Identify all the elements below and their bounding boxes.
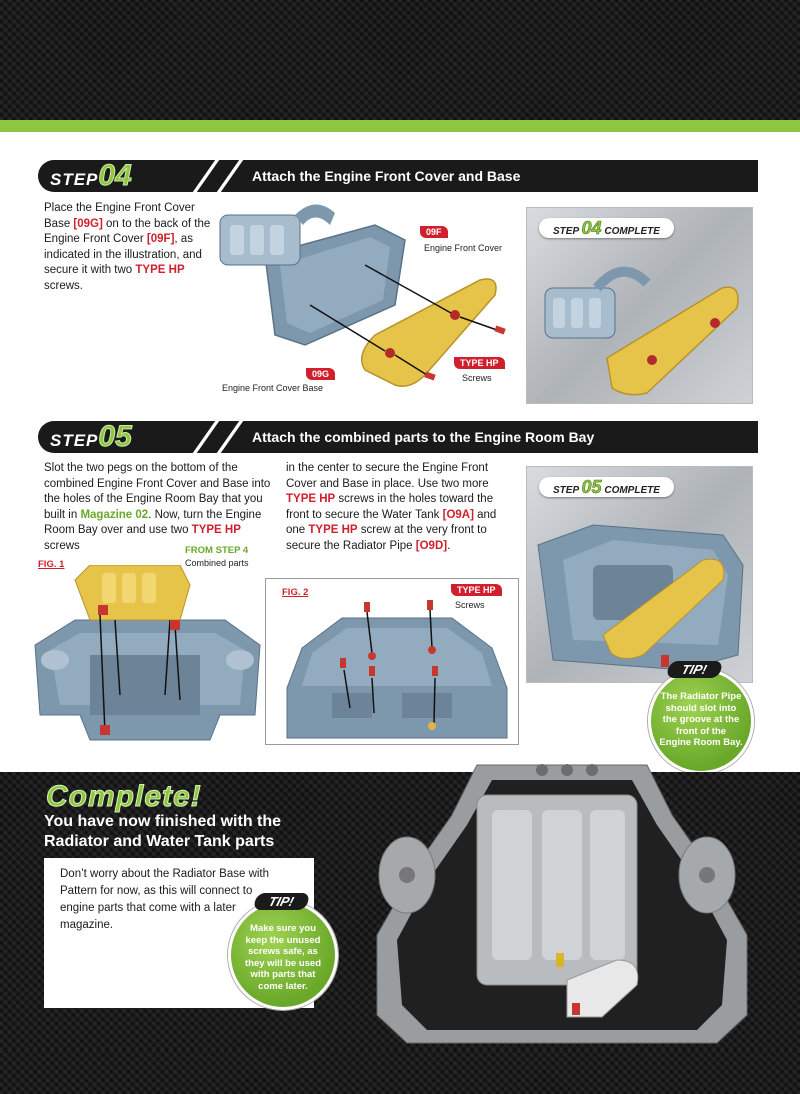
step04-complete-badge: STEP 04 COMPLETE <box>539 218 674 238</box>
header-carbon-band <box>0 0 800 120</box>
complete-tip-label: TIP! <box>252 893 310 910</box>
complete-body-text: Don’t worry about the Radiator Base with… <box>60 868 270 931</box>
screw-tag-type-hp: TYPE HP <box>451 584 502 596</box>
badge-number: 04 <box>581 218 602 239</box>
step05-logo: STEP05 <box>50 420 132 455</box>
instruction-text: , as indicated in the illustration, and … <box>44 233 202 276</box>
part-code: [O9A] <box>442 508 474 521</box>
step04-title: Attach the Engine Front Cover and Base <box>252 168 521 184</box>
part-code: [09G] <box>73 217 103 230</box>
part-code: [09F] <box>146 233 175 245</box>
complete-tip-circle: Make sure you keep the unused screws saf… <box>228 900 338 1010</box>
part-label-engine-front-cover: Engine Front Cover <box>424 243 503 253</box>
fig2-frame <box>265 578 519 745</box>
step-word: STEP <box>50 431 99 450</box>
step04-complete-panel: STEP 04 COMPLETE <box>526 207 753 404</box>
instruction-text: screws in the holes toward the front to … <box>286 493 494 521</box>
instruction-text: and one <box>286 508 497 537</box>
instruction-text: . Now, turn the Engine Room Bay over and… <box>44 508 262 537</box>
from-step-label: FROM STEP 4 <box>185 545 249 556</box>
complete-heading: Complete! <box>46 780 202 814</box>
step-word: STEP <box>50 170 99 189</box>
step04-complete-illustration <box>544 266 739 396</box>
step05-tip-circle: The Radiator Pipe should slot into the g… <box>648 668 754 774</box>
badge-number: 05 <box>581 477 602 498</box>
header-accent-stripe <box>0 120 800 132</box>
step05-complete-illustration <box>537 524 744 671</box>
complete-tip-text: Make sure you keep the unused screws saf… <box>244 923 322 992</box>
fig1-illustration <box>34 565 261 741</box>
combined-parts-label: Combined parts <box>185 558 249 568</box>
complete-subheading: You have now finished with the Radiator … <box>44 813 282 850</box>
instruction-text: Slot the two pegs on the bottom of the c… <box>44 462 271 521</box>
step05-tip-label: TIP! <box>665 661 723 678</box>
step05-complete-panel: STEP 05 COMPLETE <box>526 466 753 683</box>
screw-tag-type-hp: TYPE HP <box>454 357 505 369</box>
instruction-text: screw at the very front to secure the Ra… <box>286 524 487 552</box>
final-assembly-illustration <box>376 764 748 1044</box>
screw-label: Screws <box>462 373 492 383</box>
step-number: 04 <box>98 159 132 192</box>
badge-step-word: STEP <box>553 485 579 496</box>
screw-label: Screws <box>455 600 485 610</box>
step04-header: STEP04 Attach the Engine Front Cover and… <box>38 160 758 192</box>
step05-tip-text: The Radiator Pipe should slot into the g… <box>659 691 743 748</box>
footer-carbon-band <box>0 1050 800 1094</box>
instruction-text: screws <box>44 539 80 552</box>
badge-complete-word: COMPLETE <box>604 226 660 237</box>
step04-logo: STEP04 <box>50 159 132 194</box>
step05-instructions-col2: in the center to secure the Engine Front… <box>286 461 508 554</box>
step-number: 05 <box>98 420 132 453</box>
fig1-label: FIG. 1 <box>38 559 65 570</box>
instruction-text: . <box>447 539 451 552</box>
instruction-text: on to the back of the Engine Front Cover <box>44 217 211 246</box>
badge-step-word: STEP <box>553 226 579 237</box>
step05-title: Attach the combined parts to the Engine … <box>252 429 595 445</box>
fig2-illustration <box>286 600 508 739</box>
badge-complete-word: COMPLETE <box>604 485 660 496</box>
part-code: [O9D] <box>415 539 448 552</box>
step05-instructions-col1: Slot the two pegs on the bottom of the c… <box>44 461 276 554</box>
screw-type: TYPE HP <box>191 524 241 536</box>
screw-type: TYPE HP <box>135 264 185 276</box>
step05-complete-badge: STEP 05 COMPLETE <box>539 477 674 497</box>
part-label-engine-front-cover-base: Engine Front Cover Base <box>222 383 324 393</box>
part-tag-09f: 09F <box>420 226 448 238</box>
screw-type: TYPE HP <box>286 493 336 505</box>
fig2-label: FIG. 2 <box>282 587 309 598</box>
instruction-text: screws. <box>44 279 83 292</box>
screw-type: TYPE HP <box>308 524 358 536</box>
step05-header: STEP05 Attach the combined parts to the … <box>38 421 758 453</box>
instruction-text: Place the Engine Front Cover Base <box>44 202 195 230</box>
magazine-reference: Magazine 02 <box>80 508 149 521</box>
instruction-text: in the center to secure the Engine Front… <box>286 462 489 490</box>
part-tag-09g: 09G <box>306 368 336 380</box>
step04-exploded-illustration <box>219 204 506 387</box>
step04-instructions: Place the Engine Front Cover Base [09G] … <box>44 201 214 294</box>
